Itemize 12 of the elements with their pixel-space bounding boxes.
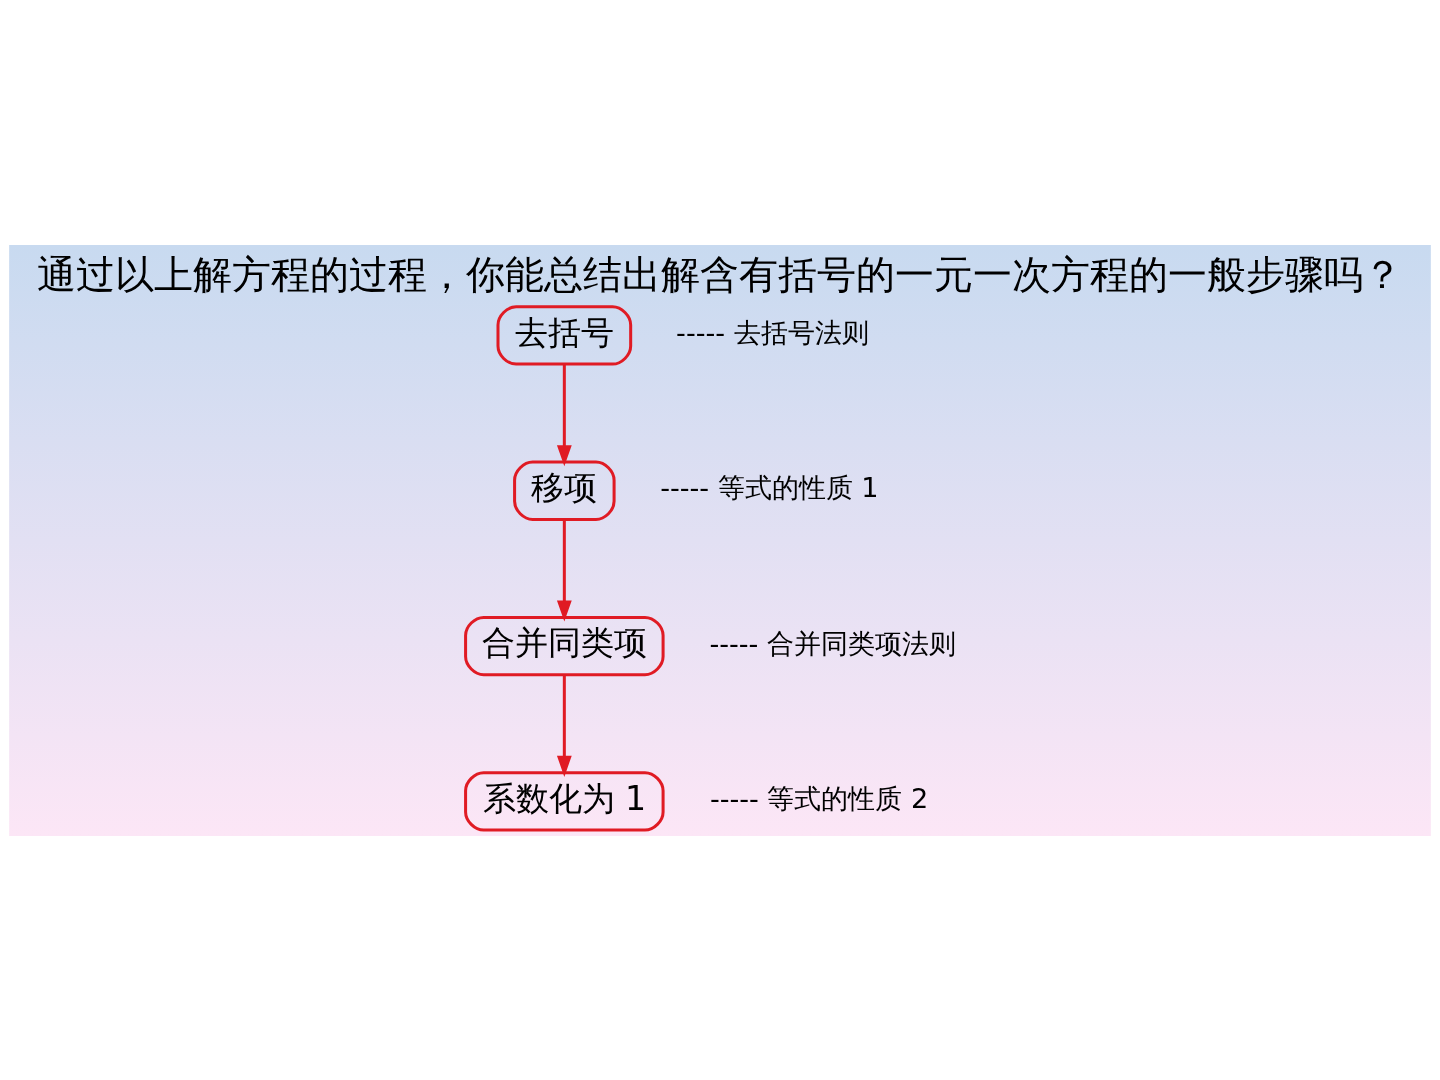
- node-label: ----- 等式的性质 1: [660, 471, 879, 503]
- node-box: 系数化为 1: [464, 770, 665, 831]
- arrow: [556, 674, 572, 777]
- arrow: [556, 363, 572, 466]
- node-box: 去括号: [496, 304, 633, 366]
- arrow: [556, 519, 572, 622]
- node-label: ----- 合并同类项法则: [709, 627, 956, 659]
- diagram-title: 通过以上解方程的过程，你能总结出解含有括号的一元一次方程的一般步骤吗？: [37, 251, 1403, 297]
- node-box: 移项: [513, 460, 616, 521]
- node-box: 合并同类项: [464, 615, 665, 676]
- node-label: ----- 去括号法则: [676, 316, 869, 348]
- node-label: ----- 等式的性质 2: [709, 782, 929, 814]
